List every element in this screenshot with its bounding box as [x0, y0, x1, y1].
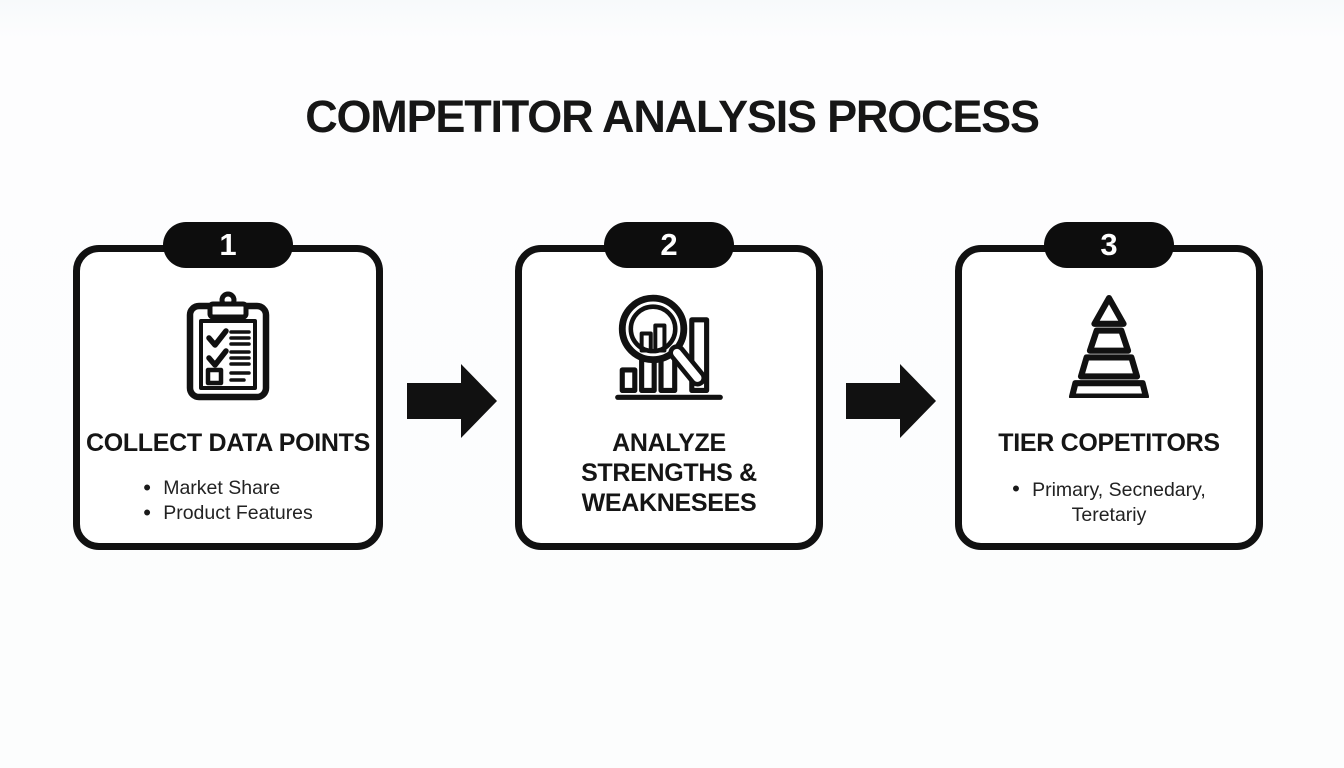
magnifier-bar-chart-icon: [522, 290, 816, 402]
bullet-item: Product Features: [143, 500, 313, 526]
step-card-2: 2 ANALYZE STREN: [515, 222, 823, 550]
clipboard-checklist-icon: [80, 290, 376, 404]
step-1-number-badge: 1: [163, 222, 293, 268]
arrow-right-icon: [846, 364, 936, 443]
bullet-item-continuation: Teretariy: [1071, 504, 1147, 526]
step-card-1: 1 COLLECT DATA POINTS: [73, 222, 383, 550]
step-1-bullets: Market Share Product Features: [80, 475, 376, 526]
tier-pyramid-icon: [962, 290, 1256, 398]
step-2-title-line: WEAKNESEES: [581, 489, 757, 517]
step-3-number: 3: [1100, 227, 1118, 262]
step-card-3: 3 TIER COPETITORS Primary, Secnedary, Te…: [955, 222, 1263, 550]
bullet-item: Market Share: [143, 475, 313, 501]
step-2-number: 2: [660, 227, 678, 262]
step-1-number: 1: [219, 227, 237, 262]
step-2-number-badge: 2: [604, 222, 734, 268]
bullet-item: Primary, Secnedary,: [962, 476, 1256, 503]
page-title: COMPETITOR ANALYSIS PROCESS: [305, 91, 1040, 142]
arrow-right-icon: [407, 364, 497, 443]
step-3-bullets: Primary, Secnedary, Teretariy: [962, 476, 1256, 528]
step-1-title: COLLECT DATA POINTS: [85, 429, 371, 457]
step-2-title-line: STRENGTHS &: [581, 459, 757, 487]
step-2-title: ANALYZE STRENGTHS & WEAKNESEES: [522, 428, 816, 518]
step-2-title-line: ANALYZE: [612, 429, 726, 457]
step-3-title: TIER COPETITORS: [998, 429, 1220, 457]
step-3-number-badge: 3: [1044, 222, 1174, 268]
